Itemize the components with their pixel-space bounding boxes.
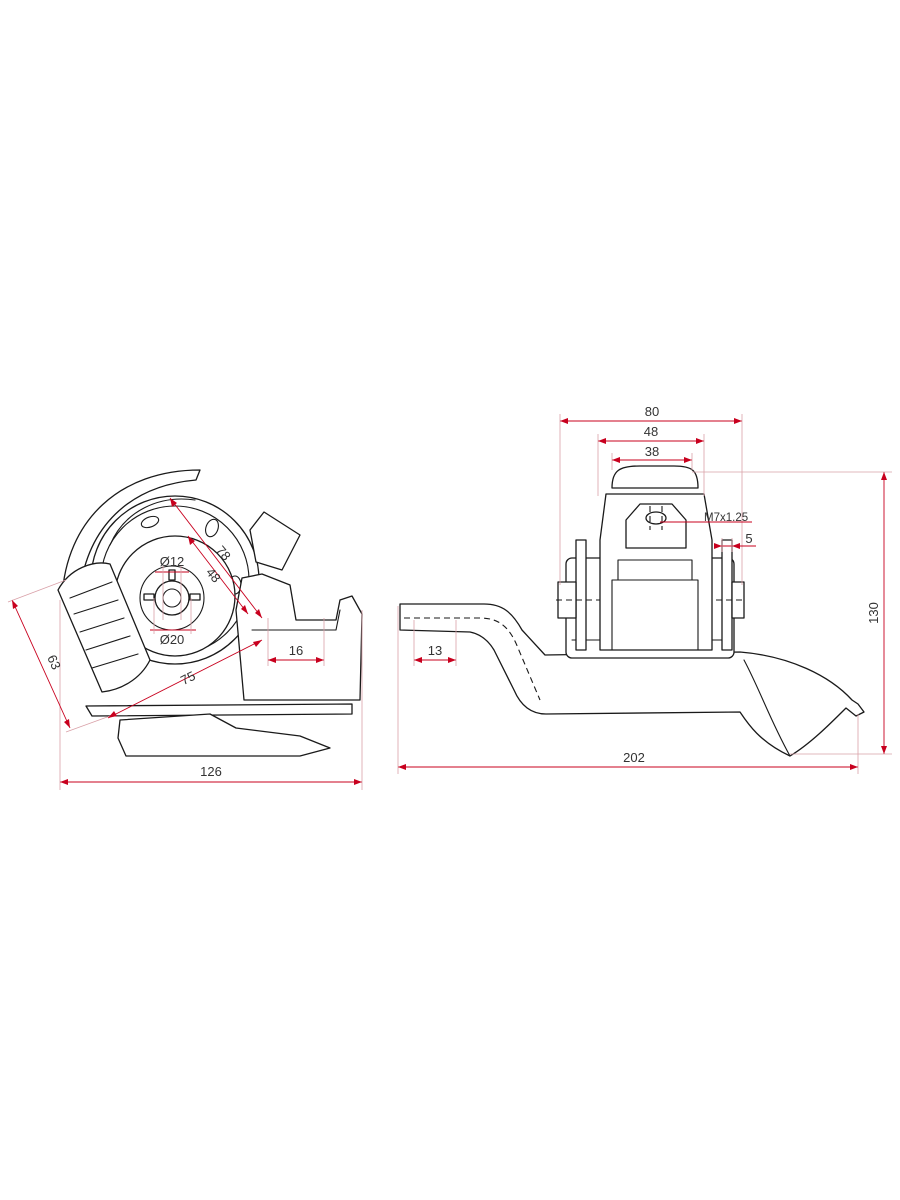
dim-text-13: 13 xyxy=(428,643,442,658)
arrow-38-left xyxy=(612,457,620,463)
arrow-48-a xyxy=(188,536,195,545)
arrow-48-b xyxy=(241,605,248,614)
dim-text-130: 130 xyxy=(866,602,881,624)
hub-key-top xyxy=(168,569,176,581)
side-plate-left xyxy=(575,539,587,651)
housing-arc-detail xyxy=(109,498,196,546)
arrow-5-left xyxy=(714,543,722,549)
ribbed-rubber-block xyxy=(57,562,151,693)
dim-line-63 xyxy=(11,599,71,729)
ext-line-63-bottom xyxy=(65,715,111,733)
arrow-80-left xyxy=(560,418,568,424)
bolt-bracket xyxy=(625,503,687,549)
arrow-48s-right xyxy=(696,438,704,444)
arm-centerline-hidden xyxy=(404,617,541,701)
arrow-5-right xyxy=(732,543,740,549)
top-cap xyxy=(611,465,699,489)
arrow-38-right xyxy=(684,457,692,463)
arm-end-lip xyxy=(743,659,791,757)
hub-key-right xyxy=(189,593,201,601)
dim-text-202: 202 xyxy=(623,750,645,765)
arrow-75-a xyxy=(108,711,117,718)
dim-line-75 xyxy=(107,639,263,719)
dim-text-38: 38 xyxy=(645,444,659,459)
dim-text-75: 75 xyxy=(178,668,198,688)
dim-text-48-side: 48 xyxy=(644,424,658,439)
upper-u-inner xyxy=(617,559,693,581)
dim-text-width: 126 xyxy=(200,764,222,779)
dim-text-d20: Ø20 xyxy=(160,632,185,647)
arrow-202-left xyxy=(398,764,406,770)
bolt-head xyxy=(645,511,667,525)
side-view: 80 48 38 M7x1.25 5 130 xyxy=(397,404,892,774)
dim-text-5: 5 xyxy=(745,531,752,546)
arrow-width-right xyxy=(354,779,362,785)
arrow-202-right xyxy=(850,764,858,770)
dim-text-63: 63 xyxy=(44,653,64,672)
arrow-16-left xyxy=(268,657,276,663)
dim-line-48 xyxy=(187,535,249,615)
bottom-mounting-plate xyxy=(85,703,353,717)
front-view: 126 63 78 48 Ø12 Ø20 75 xyxy=(7,469,363,790)
arrow-80-right xyxy=(734,418,742,424)
dim-text-16: 16 xyxy=(289,643,303,658)
arrow-63-top xyxy=(12,600,18,609)
rib-1 xyxy=(69,581,113,599)
oval-slot-top xyxy=(140,515,160,529)
right-bracket-inner xyxy=(251,609,341,631)
upper-right-fin xyxy=(249,511,301,571)
dim-text-80: 80 xyxy=(645,404,659,419)
bottom-foot xyxy=(117,713,331,757)
side-plate-right xyxy=(721,539,733,651)
rib-3 xyxy=(79,617,125,633)
ext-line-63-top xyxy=(7,579,67,603)
dim-text-thread: M7x1.25 xyxy=(704,512,748,524)
oval-slot-topright xyxy=(205,518,219,538)
center-hole xyxy=(154,580,190,616)
arrow-75-b xyxy=(253,640,262,647)
arrow-78-a xyxy=(170,498,177,507)
rib-2 xyxy=(73,599,119,615)
arrow-13-right xyxy=(448,657,456,663)
arrow-63-bottom xyxy=(64,719,70,728)
arrow-78-b xyxy=(255,609,262,618)
arrow-130-bottom xyxy=(881,746,887,754)
arrow-130-top xyxy=(881,472,887,480)
arrow-13-left xyxy=(414,657,422,663)
frame-rect xyxy=(611,579,699,651)
arrow-width-left xyxy=(60,779,68,785)
dim-line-78 xyxy=(169,497,263,619)
dim-text-d12: Ø12 xyxy=(160,554,185,569)
hub-key-left xyxy=(143,593,155,601)
right-bracket-arm xyxy=(235,573,363,701)
rib-5 xyxy=(91,653,139,669)
bolt-thread-hidden xyxy=(649,506,663,530)
arrow-48s-left xyxy=(598,438,606,444)
arrow-16-right xyxy=(316,657,324,663)
rib-4 xyxy=(85,635,131,651)
